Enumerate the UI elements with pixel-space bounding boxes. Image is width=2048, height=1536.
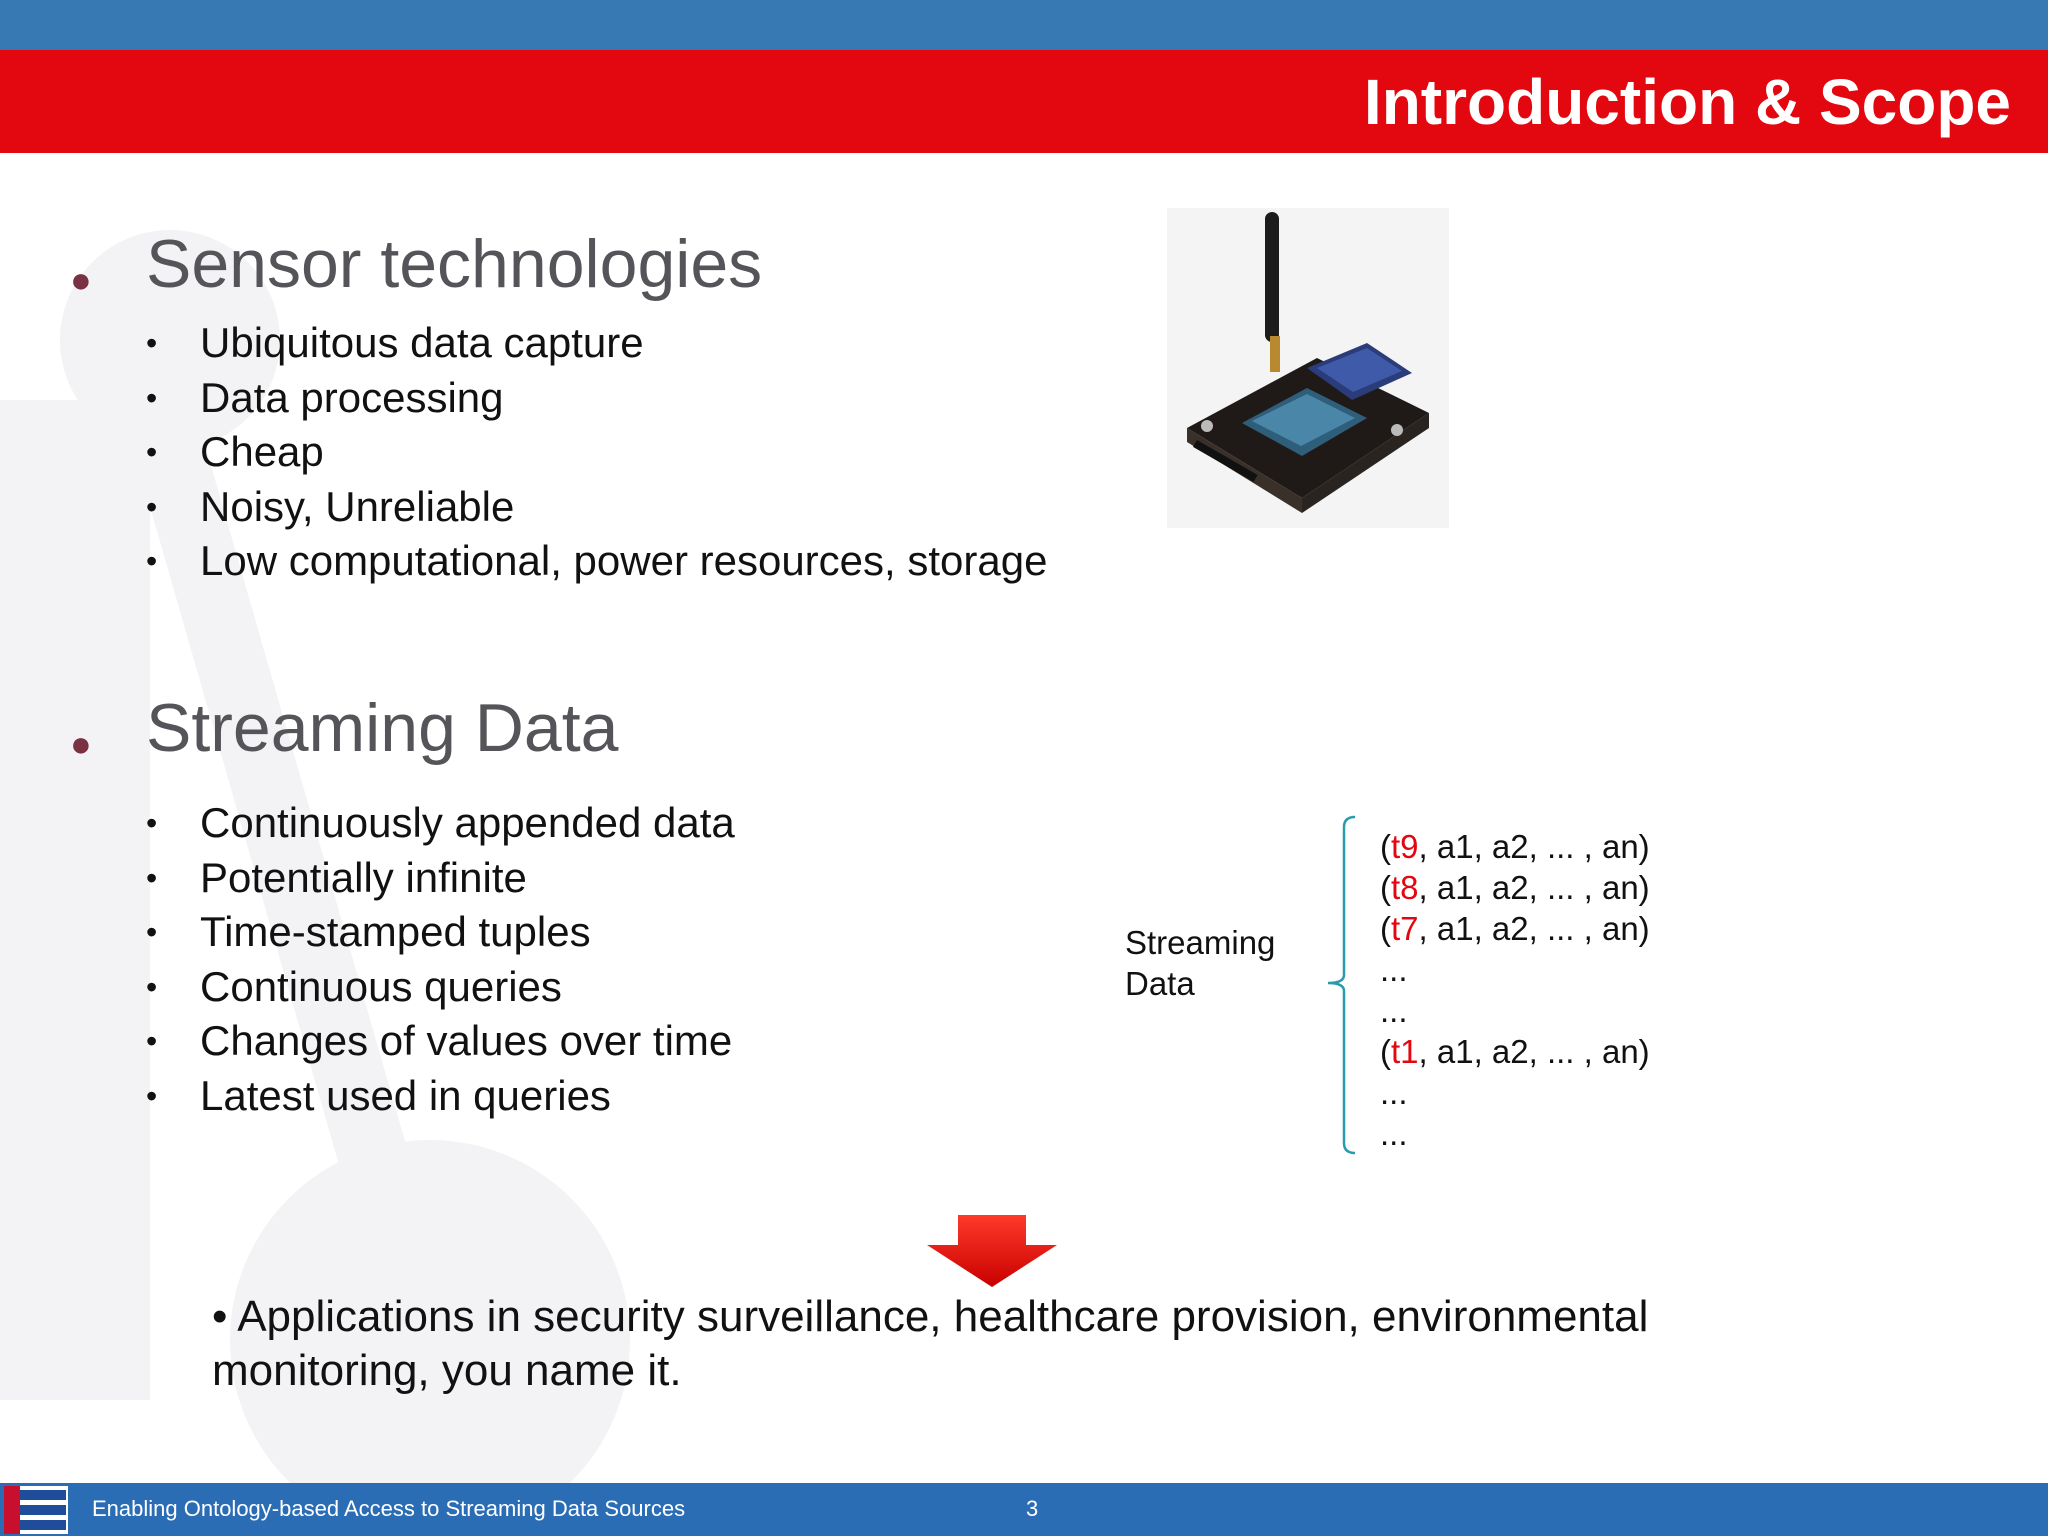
bullet-dot: ● (70, 259, 92, 300)
list-item: •Noisy, Unreliable (146, 482, 515, 530)
tuple-row: (t1, a1, a2, ... , an) (1380, 1033, 1650, 1070)
footer-bar: Enabling Ontology-based Access to Stream… (0, 1483, 2048, 1536)
sensor-list: •Ubiquitous data capture •Data processin… (146, 316, 1047, 589)
list-item: •Ubiquitous data capture (146, 319, 644, 366)
sensor-device-image (1167, 208, 1449, 528)
list-item: •Potentially infinite (146, 853, 527, 901)
tuple-row: (t7, a1, a2, ... , an) (1380, 910, 1650, 947)
list-item: •Changes of values over time (146, 1017, 733, 1065)
background-graph-decoration (0, 230, 630, 1483)
slide-title: Introduction & Scope (1363, 66, 2011, 138)
down-arrow-icon (927, 1215, 1057, 1287)
page-number: 3 (1026, 1496, 1039, 1521)
list-item: •Continuous queries (146, 962, 562, 1010)
bullet-dot: ● (70, 723, 92, 764)
curly-brace (1327, 815, 1356, 1155)
list-item: •Continuously appended data (146, 799, 735, 846)
tuple-list: (t9, a1, a2, ... , an) (t8, a1, a2, ... … (1380, 826, 1650, 1154)
list-item: •Time-stamped tuples (146, 908, 591, 956)
applications-text: • Applications in security surveillance,… (212, 1292, 1649, 1395)
title-bar: Introduction & Scope (0, 50, 2048, 153)
ellipsis-row: ... (1380, 951, 1408, 988)
ellipsis-row: ... (1380, 992, 1408, 1029)
streaming-data-label: Streaming Data (1125, 924, 1276, 1002)
ellipsis-row: ... (1380, 1074, 1408, 1111)
list-item: •Low computational, power resources, sto… (146, 537, 1048, 585)
tuple-row: (t9, a1, a2, ... , an) (1380, 828, 1650, 865)
top-stripe (0, 0, 2048, 50)
tuple-row: (t8, a1, a2, ... , an) (1380, 869, 1650, 906)
ellipsis-row: ... (1380, 1115, 1408, 1152)
list-item: •Latest used in queries (146, 1071, 611, 1119)
list-item: •Data processing (146, 373, 504, 421)
streaming-list: •Continuously appended data •Potentially… (146, 796, 735, 1124)
footer-title: Enabling Ontology-based Access to Stream… (92, 1496, 686, 1521)
project-logo-icon (4, 1486, 68, 1534)
list-item: •Cheap (146, 428, 324, 476)
